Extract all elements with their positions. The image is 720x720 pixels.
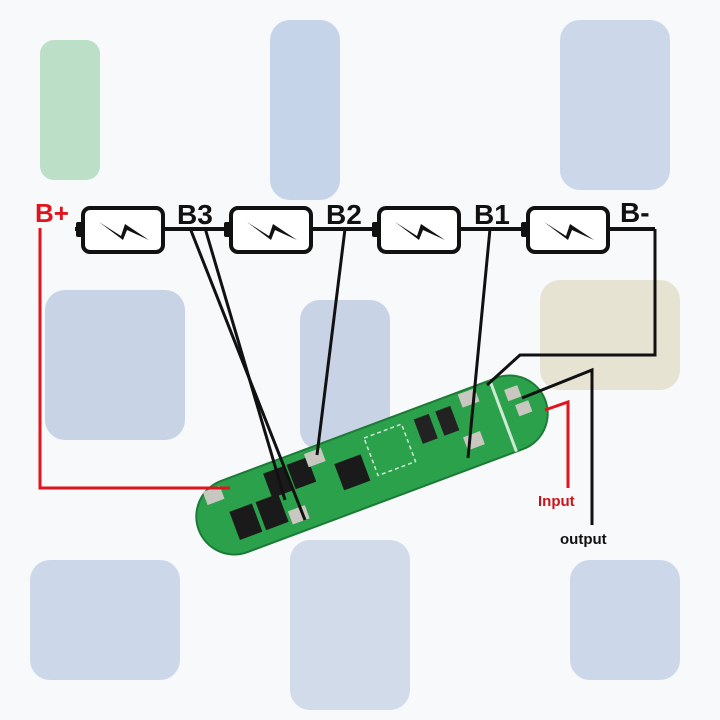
input-label: Input: [538, 493, 575, 510]
battery-cell: [521, 206, 610, 254]
output-wire: [521, 367, 594, 525]
battery-cell: [372, 206, 461, 254]
b1-wire: [466, 228, 492, 459]
pad-b2: [303, 447, 326, 468]
terminal-label-b2: B2: [326, 199, 362, 230]
pad-p-minus: [504, 385, 522, 402]
battery-cell: [224, 206, 313, 254]
pad-p-plus: [515, 400, 533, 417]
terminal-label-b3: B3: [177, 199, 213, 230]
b2-wire: [315, 228, 347, 456]
b-minus-wire: [485, 229, 657, 387]
b-plus-wire: [38, 228, 230, 490]
terminal-label-b-minus: B-: [620, 197, 650, 228]
battery-cells: [76, 206, 610, 254]
lightning-bolt-icon: [395, 222, 445, 240]
output-label: output: [560, 531, 607, 548]
protection-board: [195, 374, 549, 556]
b3-wire-2: [203, 227, 287, 501]
ic-chip: [334, 454, 371, 491]
lightning-bolt-icon: [99, 222, 149, 240]
lightning-bolt-icon: [247, 222, 297, 240]
lightning-bolt-icon: [544, 222, 594, 240]
terminal-label-b1: B1: [474, 199, 510, 230]
terminal-label-b-plus: B+: [35, 198, 69, 228]
pad-b-plus: [202, 485, 225, 506]
battery-cell: [76, 206, 165, 254]
input-wire: [544, 399, 570, 488]
background-photos: [30, 20, 680, 710]
